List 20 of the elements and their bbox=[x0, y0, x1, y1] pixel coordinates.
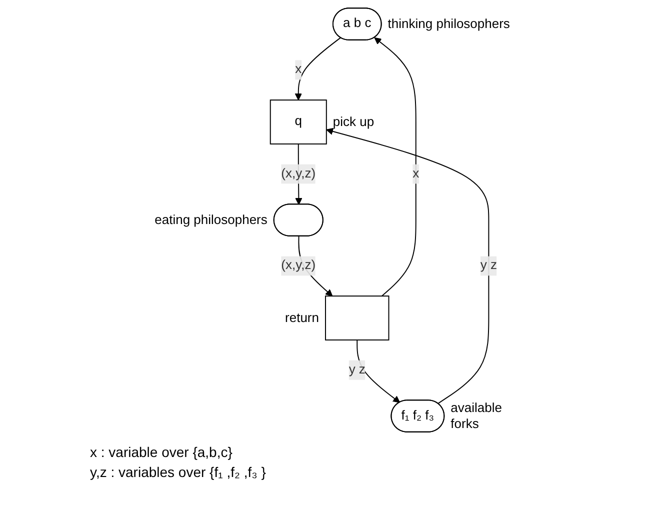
arrow bbox=[294, 37, 342, 100]
node-caption: available bbox=[450, 400, 502, 415]
node-caption: forks bbox=[450, 416, 479, 432]
edge-label: x bbox=[412, 166, 420, 181]
edge-label: (x,y,z) bbox=[281, 258, 316, 272]
legend-note: y,z : variables over {f₁ ,f₂ ,f₃ } bbox=[90, 464, 267, 480]
edge-label: y z bbox=[348, 362, 366, 377]
node-caption: pick up bbox=[332, 114, 374, 130]
edge-label: y z bbox=[480, 258, 498, 272]
arrow bbox=[326, 128, 490, 404]
node-caption: return bbox=[285, 310, 319, 326]
node-box bbox=[325, 296, 390, 340]
legend-note: x : variable over {a,b,c} bbox=[90, 444, 234, 460]
node-caption: thinking philosophers bbox=[388, 16, 510, 32]
edge-label: x bbox=[295, 62, 302, 76]
arrow bbox=[356, 339, 400, 403]
node-box: q bbox=[270, 100, 327, 144]
node-caption: eating philosophers bbox=[154, 212, 268, 228]
edge-label: (x,y,z) bbox=[281, 166, 316, 181]
arrow bbox=[374, 37, 416, 297]
